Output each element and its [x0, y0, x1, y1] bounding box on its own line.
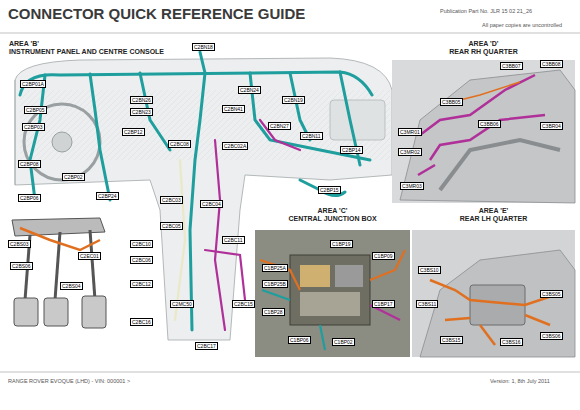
connector-label: C2EC01	[78, 252, 101, 260]
connector-label: C2BC02A	[222, 142, 248, 150]
connector-label: C3MR01	[398, 128, 422, 136]
connector-label: C2BP01A	[20, 80, 46, 88]
connector-label: C2BP03	[22, 123, 45, 131]
connector-label: C2BN11	[300, 132, 323, 140]
connector-label: C2BN26	[130, 96, 153, 104]
connector-label: C3BB07	[500, 62, 523, 70]
connector-label: C2BC12	[130, 280, 153, 288]
connector-label: C3MR03	[400, 182, 424, 190]
connector-label: C2BP08	[18, 160, 41, 168]
connector-label: C3MR02	[398, 148, 422, 156]
connector-label: C2BS06	[10, 262, 33, 270]
connector-label: C2BS03	[8, 240, 31, 248]
connector-label: C3BB06	[478, 120, 501, 128]
connector-label: C2BC04	[200, 200, 223, 208]
area-heading: REAR RH QUARTER	[396, 48, 571, 56]
connector-label: C2BN24	[238, 86, 261, 94]
connector-label: C2BP24	[96, 192, 119, 200]
connector-label: C2BN41	[222, 105, 245, 113]
connector-label: C1BP25B	[262, 280, 288, 288]
area-heading: AREA 'C'	[259, 207, 406, 215]
note-text: All paper copies are uncontrolled	[482, 22, 562, 29]
connector-label: C3BS15	[440, 336, 463, 344]
connector-label: C3BB08	[540, 60, 563, 68]
connector-label: C3BS11	[416, 300, 438, 308]
connector-label: C1BP17	[372, 300, 395, 308]
connector-label: C3BR04	[540, 122, 563, 130]
area-heading: AREA 'D'	[396, 40, 571, 48]
note-text: Version: 1, 8th July 2011	[490, 378, 550, 385]
connector-label: C1BP25A	[262, 264, 288, 272]
connector-label: C2BN19	[282, 96, 305, 104]
connector-label: C2BC16	[130, 318, 153, 326]
connector-label: C2BC06	[130, 256, 153, 264]
connector-label: C2BP02	[62, 173, 85, 181]
connector-label: C2BP06	[18, 194, 41, 202]
note-text: Publication Part No. JLR 15 02 21_26	[440, 8, 532, 15]
area-heading: AREA 'E'	[416, 207, 571, 215]
connector-label: C1BP28	[262, 308, 285, 316]
connector-label: C1BP06	[288, 336, 311, 344]
connector-label: C3BS05	[540, 290, 563, 298]
area-heading: REAR LH QUARTER	[416, 215, 571, 223]
connector-label: C2BC03	[160, 196, 183, 204]
connector-label: C2MC50	[170, 300, 194, 308]
connector-label: C2BS04	[60, 282, 83, 290]
connector-label: C2BC17	[195, 342, 218, 350]
area-heading: CENTRAL JUNCTION BOX	[259, 215, 406, 223]
title: CONNECTOR QUICK REFERENCE GUIDE	[8, 5, 305, 22]
connector-label: C1BP19	[330, 240, 353, 248]
connector-label: C2BP05	[24, 106, 47, 114]
connector-label: C2BN27	[268, 122, 291, 130]
connector-label: C2BP12	[122, 128, 145, 136]
connector-label: C2BP14	[340, 146, 363, 154]
connector-label: C1BP02	[332, 338, 355, 346]
connector-label: C2BC05	[160, 222, 183, 230]
connector-label: C3BS10	[418, 266, 441, 274]
connector-label: C2BN23	[130, 108, 153, 116]
connector-label: C3BB05	[440, 98, 463, 106]
connector-label: C3BS06	[540, 332, 563, 340]
connector-label: C3BS16	[500, 338, 523, 346]
connector-label: C2BC10	[130, 240, 153, 248]
connector-label: C2BC15	[232, 300, 255, 308]
connector-label: C2BP15	[318, 186, 341, 194]
connector-label: C2BC11	[222, 236, 245, 244]
connector-label: C2BN18	[192, 43, 215, 51]
note-text: RANGE ROVER EVOQUE (LHD) - VIN: 000001 >	[8, 378, 130, 385]
connector-label: C1BP09	[372, 252, 395, 260]
connector-label: C2BC08	[168, 140, 191, 148]
